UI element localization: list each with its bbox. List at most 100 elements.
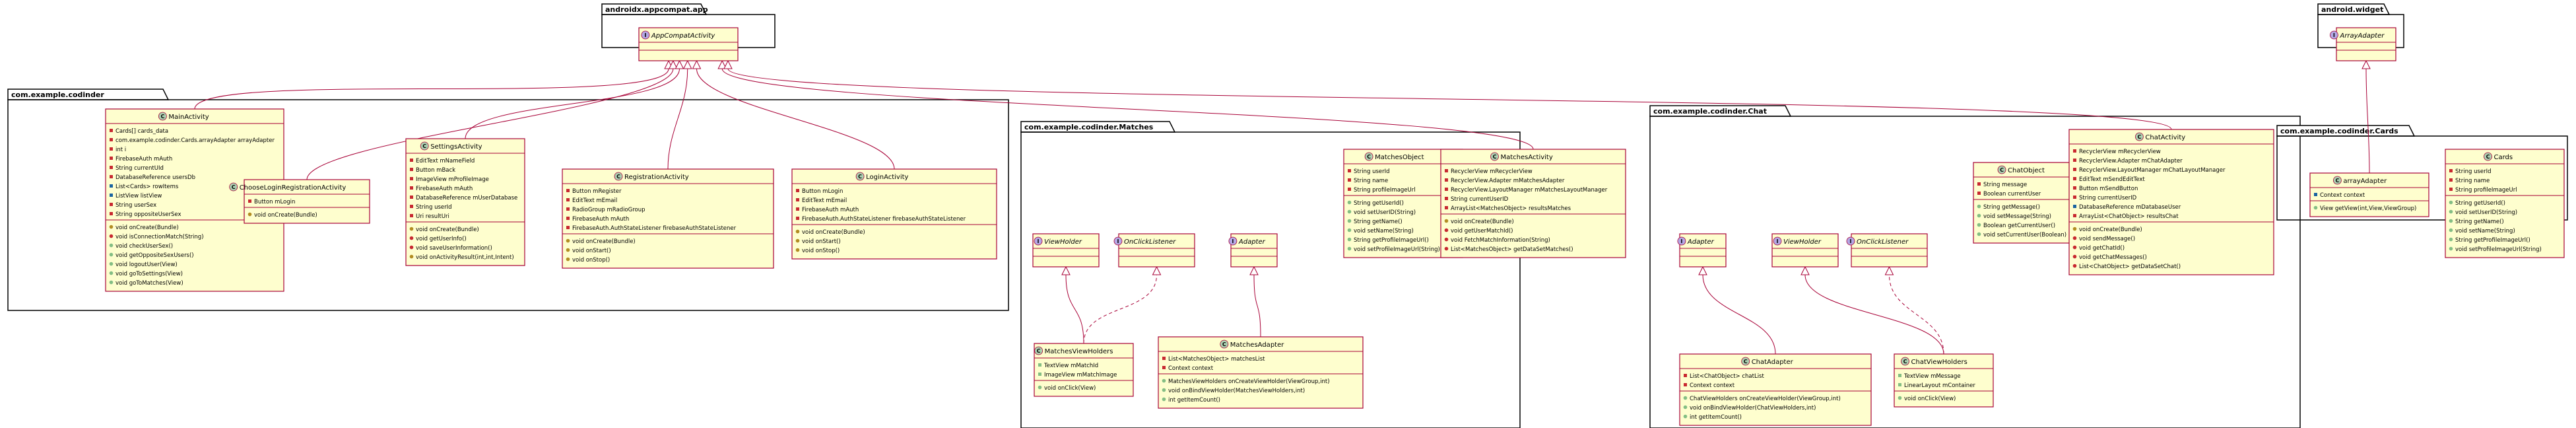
visibility-icon	[410, 186, 413, 190]
visibility-icon	[796, 189, 799, 192]
class-field: String userSex	[116, 202, 156, 209]
class-field: String oppositeUserSex	[116, 211, 182, 218]
class-method: void onCreate(Bundle)	[2079, 227, 2142, 233]
visibility-icon	[1162, 397, 1166, 402]
relation-extends-LoginActivity	[692, 59, 895, 170]
generalization-arrowhead-icon	[675, 59, 684, 69]
package-name: com.example.codinder.Matches	[1024, 123, 1154, 131]
class-field: String currentUserID	[1451, 196, 1509, 203]
visibility-icon	[110, 212, 113, 215]
relation-extends-MatchesActivity	[717, 59, 1534, 150]
relation-line	[667, 68, 688, 170]
class-field: Uri resultUri	[416, 213, 449, 220]
visibility-icon	[1445, 169, 1448, 172]
visibility-icon	[1684, 383, 1687, 386]
class-icon	[1741, 357, 1750, 366]
class-ArrayAdapter[interactable]: I ArrayAdapter	[2329, 27, 2396, 61]
visibility-icon	[409, 245, 414, 250]
class-icon	[2134, 132, 2144, 141]
visibility-icon	[2314, 193, 2317, 196]
relation-extends-MainActivity	[194, 59, 673, 110]
class-field: RecyclerView mRecyclerView	[2079, 149, 2161, 155]
package-pkg_cards: com.example.codinder.Cards	[2276, 125, 2568, 221]
visibility-icon	[2073, 159, 2076, 162]
generalization-arrowhead-icon	[2361, 59, 2371, 69]
class-kind-glyph: C	[1037, 348, 1041, 354]
visibility-icon	[1977, 223, 1981, 227]
class-box	[2309, 172, 2429, 217]
visibility-icon	[1347, 246, 1352, 251]
class-method: int getItemCount()	[1690, 414, 1742, 421]
class-kind-glyph: C	[2137, 134, 2141, 140]
visibility-icon	[566, 217, 570, 220]
visibility-icon	[1347, 237, 1352, 242]
class-name: arrayAdapter	[2343, 178, 2387, 185]
visibility-icon	[1445, 197, 1448, 200]
class-field: FirebaseAuth.AuthStateListener firebaseA…	[572, 225, 737, 232]
class-icon	[158, 112, 167, 121]
class-kind-glyph: C	[616, 174, 620, 180]
relation-extends-ChatViewHolders	[1800, 266, 1944, 355]
class-box	[638, 27, 739, 61]
class-name: ChatViewHolders	[1911, 359, 1967, 366]
package-name: com.example.codinder.Cards	[2280, 127, 2398, 135]
class-icon	[420, 141, 429, 151]
class-kind-glyph: I	[644, 32, 646, 38]
visibility-icon	[2072, 254, 2077, 259]
visibility-icon	[1898, 383, 1901, 386]
visibility-icon	[2073, 177, 2076, 180]
class-box	[244, 179, 370, 224]
relation-line	[696, 68, 895, 170]
generalization-arrowhead-icon	[1800, 266, 1810, 275]
visibility-icon	[1977, 213, 1981, 218]
class-name: ArrayAdapter	[2339, 32, 2385, 40]
class-kind-glyph: I	[1680, 238, 1682, 244]
class-name: ChatObject	[2008, 167, 2045, 174]
class-box	[1118, 233, 1195, 268]
class-field: EditText mEmail	[802, 197, 847, 204]
visibility-icon	[1977, 204, 1981, 209]
visibility-icon	[410, 196, 413, 199]
class-kind-glyph: I	[2333, 32, 2335, 38]
class-name: ChooseLoginRegistrationActivity	[240, 184, 347, 192]
visibility-icon	[2449, 178, 2453, 182]
visibility-icon	[1445, 178, 1448, 182]
class-method: int getItemCount()	[1168, 397, 1220, 404]
class-name: Adapter	[1238, 238, 1266, 246]
class-kind-glyph: C	[232, 184, 236, 190]
class-field: List<MatchesObject> matchesList	[1168, 356, 1265, 363]
class-field: Context context	[2320, 192, 2365, 199]
visibility-icon	[1348, 178, 1351, 182]
relation-extends-ChatAdapter	[1698, 266, 1776, 355]
relation-line	[306, 68, 674, 180]
visibility-icon	[248, 199, 251, 203]
class-method: void onBindViewHolder(MatchesViewHolders…	[1168, 388, 1305, 394]
visibility-icon	[2072, 227, 2077, 231]
class-kind-glyph: C	[1367, 154, 1371, 160]
class-method: List<ChatObject> getDataSetChat()	[2079, 264, 2181, 270]
class-icon	[1364, 152, 1373, 161]
class-kind-glyph: C	[422, 143, 426, 149]
class-method: MatchesViewHolders onCreateViewHolder(Vi…	[1168, 378, 1330, 385]
visibility-icon	[1444, 246, 1449, 251]
